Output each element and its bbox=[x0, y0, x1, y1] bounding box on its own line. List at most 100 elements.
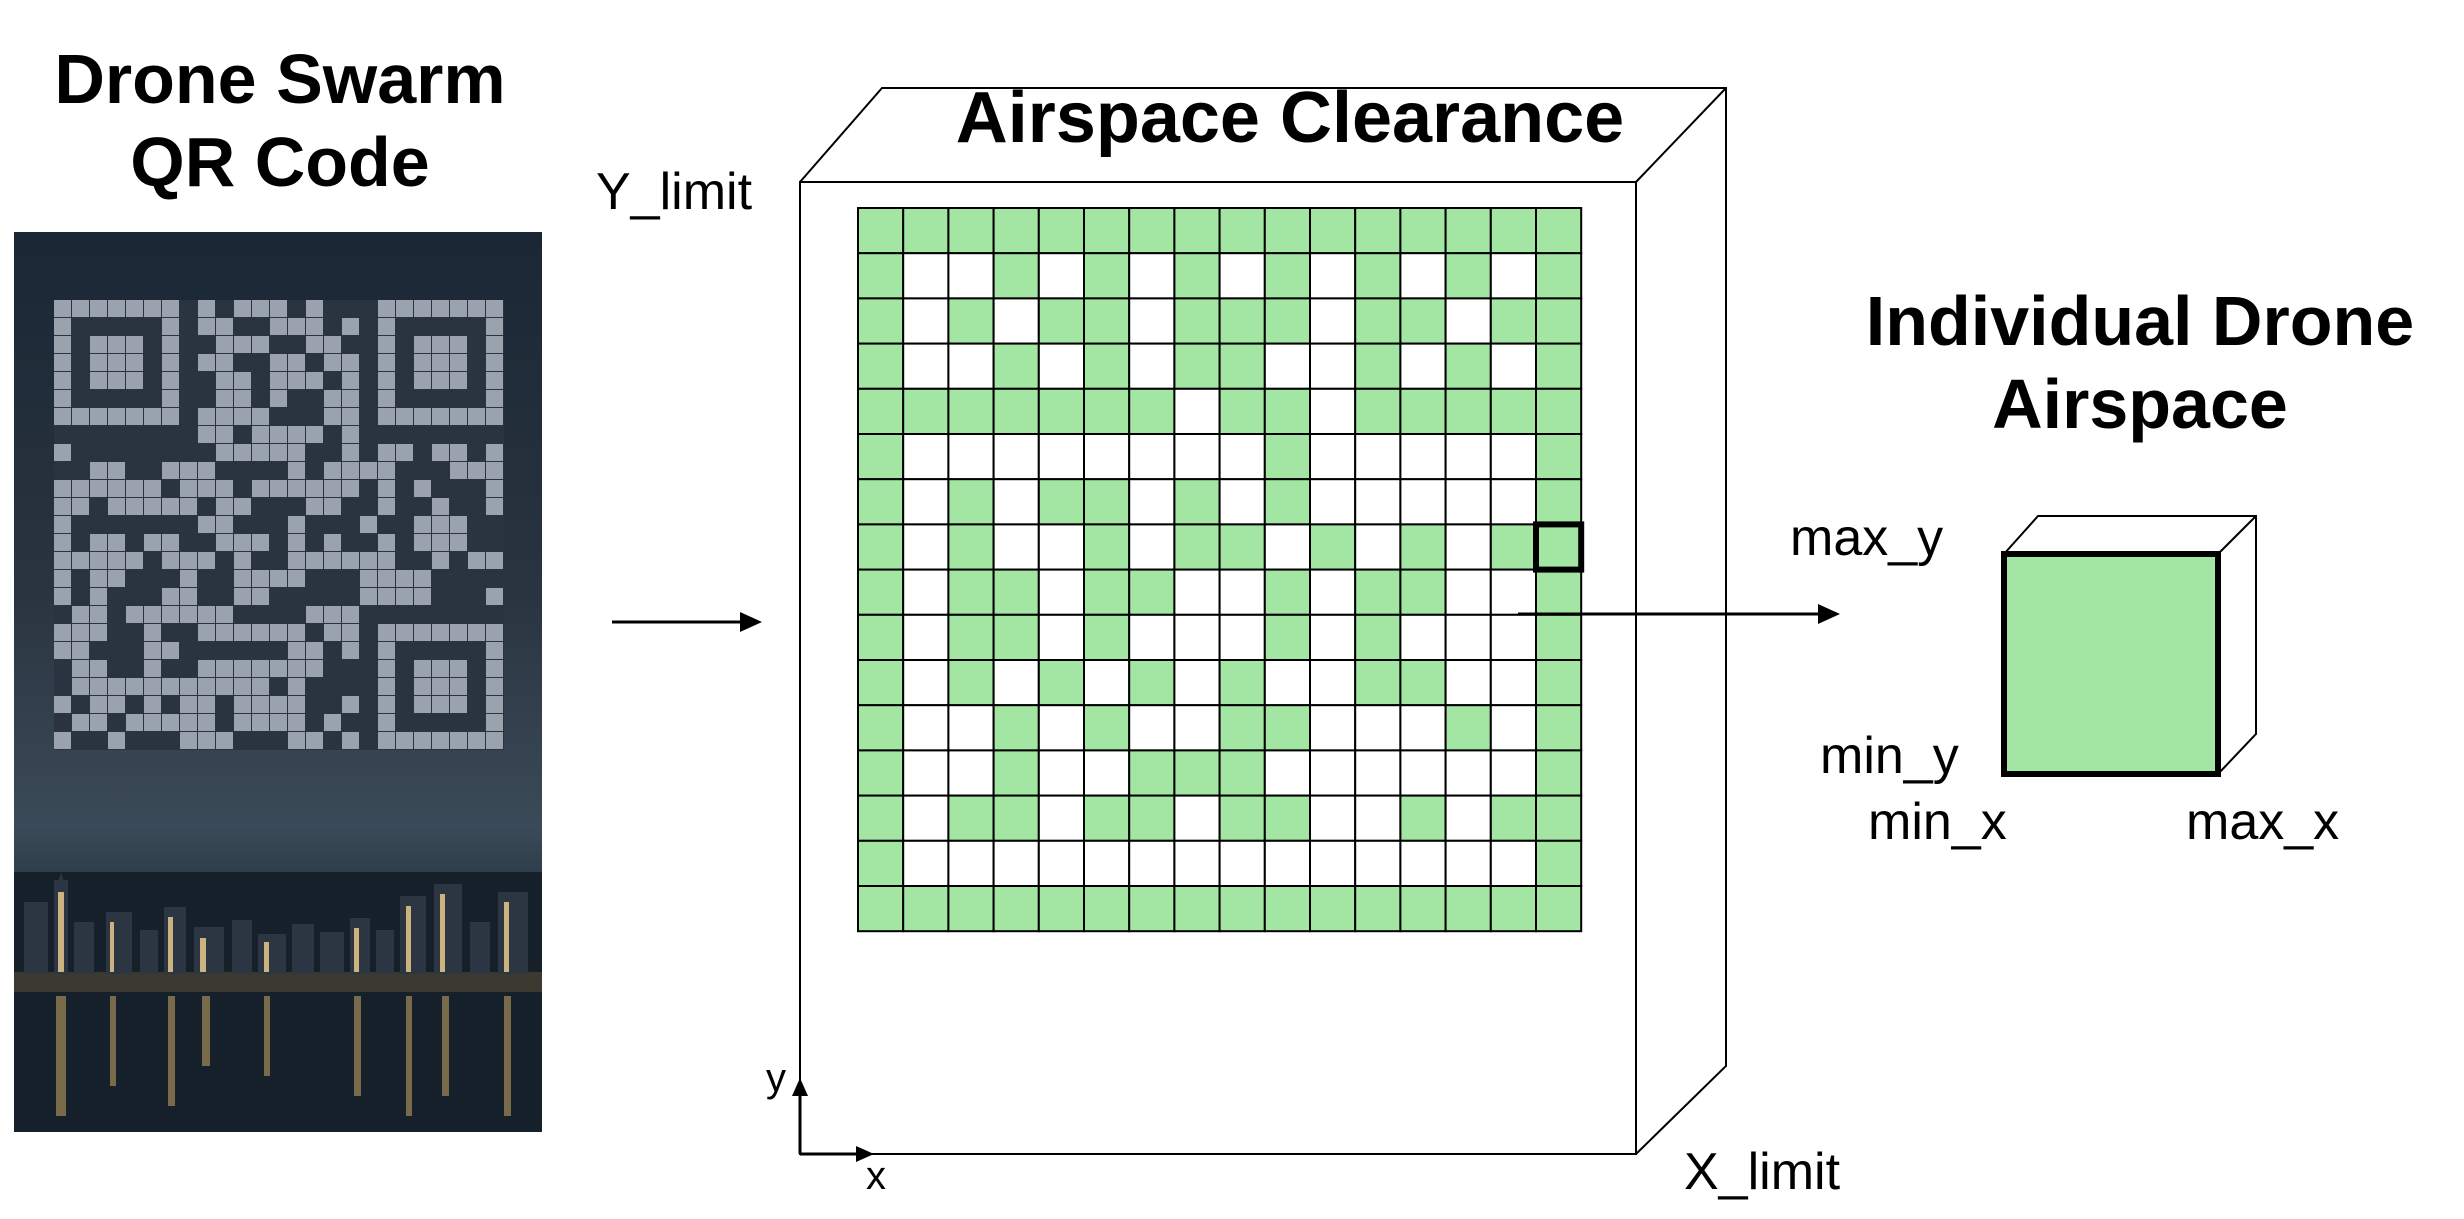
grid-cell bbox=[1535, 387, 1583, 435]
grid-cell bbox=[1489, 523, 1538, 571]
grid-cell bbox=[1263, 342, 1312, 390]
grid-cell bbox=[1489, 207, 1538, 255]
grid-cell bbox=[992, 478, 1040, 526]
grid-cell bbox=[1444, 794, 1492, 842]
grid-cell bbox=[1083, 568, 1131, 616]
grid-cell bbox=[1173, 523, 1221, 571]
grid-cell bbox=[1444, 433, 1492, 481]
qr-title-line-2: QR Code bbox=[130, 122, 430, 201]
grid-cell bbox=[1399, 342, 1447, 390]
grid-cell bbox=[1309, 659, 1357, 707]
grid-cell bbox=[1037, 704, 1086, 752]
grid-cell bbox=[1218, 794, 1266, 842]
grid-cell bbox=[1263, 568, 1312, 616]
grid-cell bbox=[992, 523, 1040, 571]
grid-cell bbox=[1309, 839, 1357, 887]
grid-cell bbox=[1354, 523, 1402, 571]
grid-cell bbox=[1444, 387, 1492, 435]
drone-airspace-cube bbox=[2001, 515, 2257, 777]
qr-code-title: Drone Swarm QR Code bbox=[0, 38, 560, 203]
grid-cell bbox=[857, 478, 905, 526]
grid-cell bbox=[1309, 478, 1357, 526]
airspace-clearance-title: Airspace Clearance bbox=[955, 78, 1625, 158]
grid-cell bbox=[1309, 433, 1357, 481]
grid-cell bbox=[1535, 794, 1583, 842]
grid-cell bbox=[1489, 387, 1538, 435]
airspace-grid bbox=[857, 207, 1585, 933]
grid-cell bbox=[1489, 478, 1538, 526]
grid-cell bbox=[1037, 297, 1086, 345]
grid-cell bbox=[1083, 704, 1131, 752]
grid-cell bbox=[1037, 659, 1086, 707]
grid-cell bbox=[857, 885, 905, 933]
grid-cell bbox=[857, 252, 905, 300]
grid-cell bbox=[1444, 568, 1492, 616]
grid-cell bbox=[1128, 342, 1176, 390]
grid-cell bbox=[1173, 252, 1221, 300]
grid-cell bbox=[902, 523, 950, 571]
grid-cell bbox=[1263, 794, 1312, 842]
grid-cell bbox=[857, 207, 905, 255]
grid-cell bbox=[1037, 613, 1086, 661]
grid-cell bbox=[992, 297, 1040, 345]
grid-cell bbox=[1083, 387, 1131, 435]
grid-cell bbox=[1173, 478, 1221, 526]
grid-cell bbox=[1083, 207, 1131, 255]
grid-cell bbox=[902, 839, 950, 887]
grid-cell bbox=[1128, 613, 1176, 661]
grid-cell bbox=[1218, 659, 1266, 707]
grid-cell bbox=[1399, 749, 1447, 797]
grid-cell bbox=[1173, 387, 1221, 435]
grid-cell bbox=[992, 839, 1040, 887]
grid-cell bbox=[902, 297, 950, 345]
grid-cell bbox=[947, 207, 995, 255]
grid-cell bbox=[1354, 704, 1402, 752]
grid-cell bbox=[1173, 342, 1221, 390]
grid-cell bbox=[1309, 885, 1357, 933]
grid-cell bbox=[1399, 659, 1447, 707]
grid-cell bbox=[1535, 207, 1583, 255]
grid-cell bbox=[992, 387, 1040, 435]
grid-cell bbox=[902, 252, 950, 300]
grid-cell bbox=[1128, 704, 1176, 752]
grid-cell bbox=[1354, 659, 1402, 707]
grid-cell bbox=[1083, 659, 1131, 707]
grid-cell bbox=[947, 749, 995, 797]
grid-cell bbox=[1083, 613, 1131, 661]
grid-cell bbox=[1444, 207, 1492, 255]
grid-cell bbox=[1263, 885, 1312, 933]
grid-cell bbox=[1218, 749, 1266, 797]
grid-cell bbox=[857, 839, 905, 887]
grid-cell bbox=[1263, 252, 1312, 300]
grid-cell bbox=[1037, 839, 1086, 887]
grid-cell bbox=[1309, 387, 1357, 435]
grid-cell bbox=[1218, 387, 1266, 435]
grid-cell bbox=[1309, 297, 1357, 345]
grid-cell bbox=[1037, 433, 1086, 481]
grid-cell bbox=[1354, 297, 1402, 345]
grid-cell bbox=[1218, 207, 1266, 255]
grid-cell bbox=[1399, 794, 1447, 842]
grid-cell bbox=[1218, 839, 1266, 887]
grid-cell bbox=[902, 478, 950, 526]
grid-cell bbox=[1263, 207, 1312, 255]
grid-cell bbox=[1535, 342, 1583, 390]
grid-cell bbox=[1535, 839, 1583, 887]
grid-cell bbox=[1489, 433, 1538, 481]
grid-cell bbox=[1218, 523, 1266, 571]
grid-cell bbox=[1354, 387, 1402, 435]
grid-cell bbox=[902, 387, 950, 435]
grid-cell bbox=[992, 659, 1040, 707]
axis-x-label: x bbox=[866, 1154, 886, 1198]
min-y-label: min_y bbox=[1820, 727, 1959, 785]
grid-cell bbox=[1083, 478, 1131, 526]
grid-cell bbox=[992, 885, 1040, 933]
grid-cell bbox=[1083, 433, 1131, 481]
grid-cell bbox=[1535, 704, 1583, 752]
grid-cell bbox=[992, 207, 1040, 255]
grid-cell bbox=[992, 704, 1040, 752]
grid-cell bbox=[1263, 478, 1312, 526]
grid-cell bbox=[1399, 568, 1447, 616]
grid-cell bbox=[1309, 613, 1357, 661]
individual-drone-title: Individual Drone Airspace bbox=[1820, 280, 2460, 445]
